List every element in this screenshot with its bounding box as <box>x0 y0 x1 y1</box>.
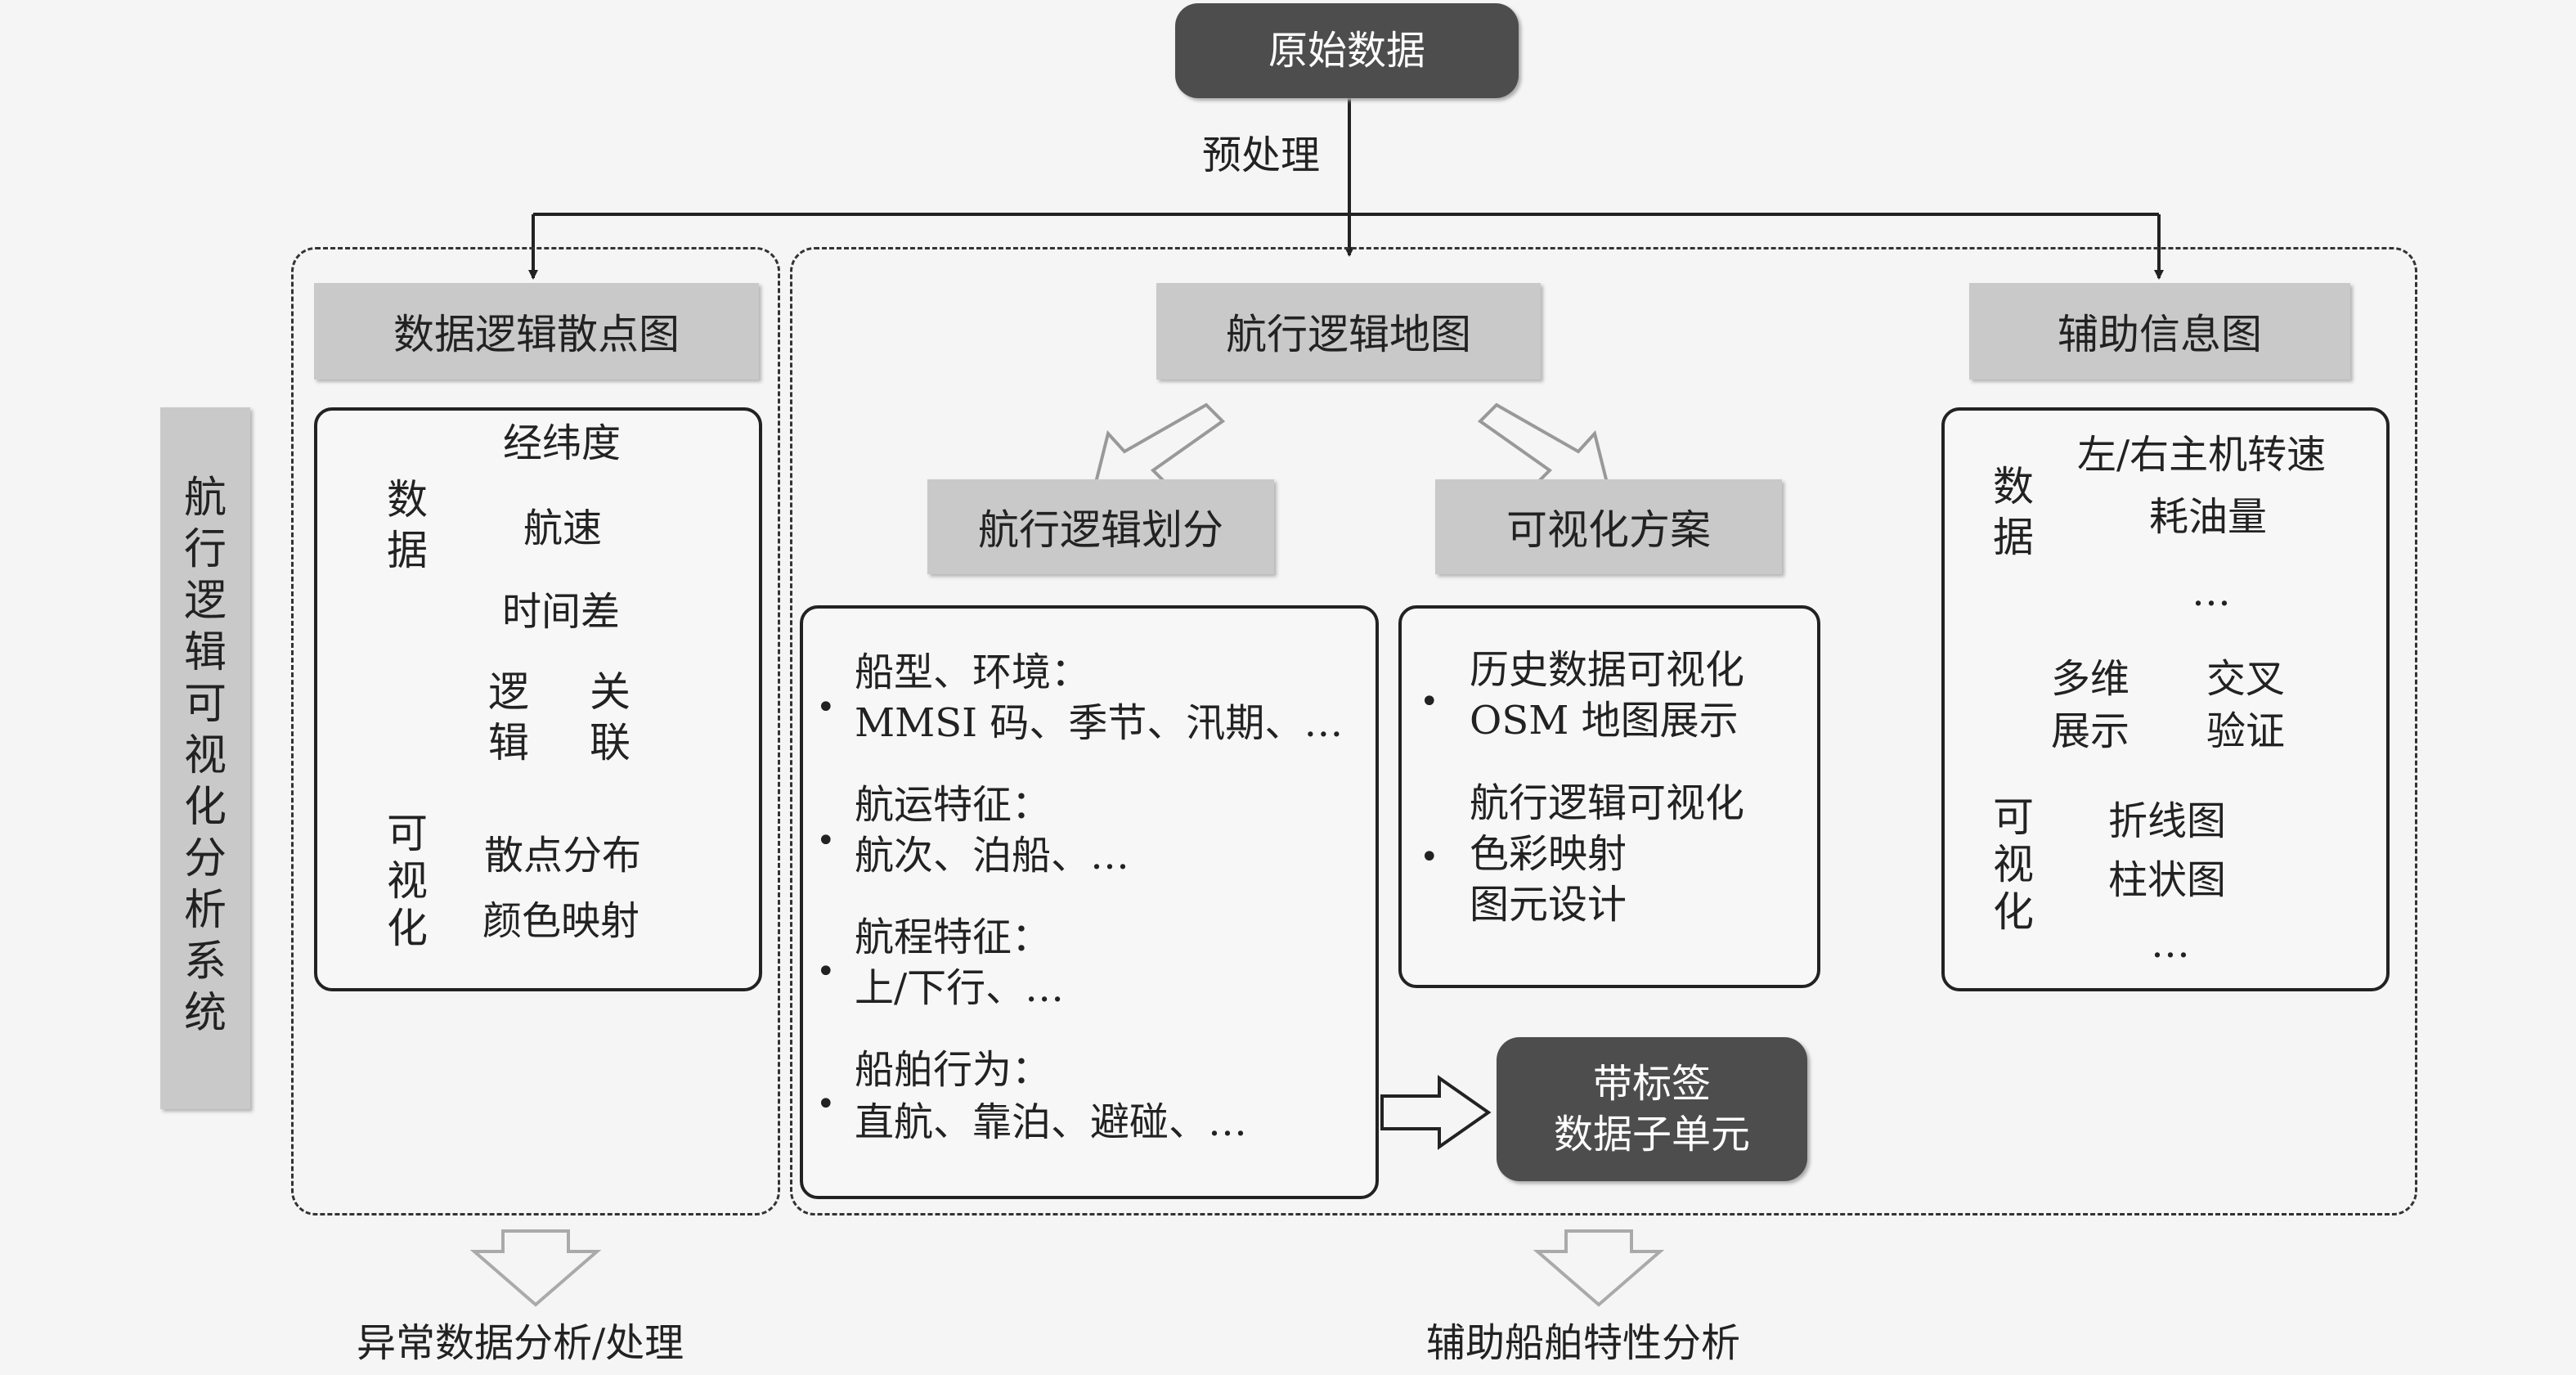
scatter-data-item-2: 时间差 <box>502 589 621 635</box>
division-head-2: 航程特征： <box>855 914 1052 960</box>
division-body-3: 直航、靠泊、避碰、… <box>855 1099 1248 1145</box>
division-content-box <box>800 605 1379 1199</box>
scheme-title: 可视化方案 <box>1506 506 1711 554</box>
aux-cross-line-1: 验证 <box>2206 708 2286 754</box>
scatter-data-label: 数据 <box>387 476 428 574</box>
aux-data-item-2: … <box>2192 569 2231 615</box>
aux-cross-line-0: 交叉 <box>2206 656 2286 702</box>
scatter-data-item-0: 经纬度 <box>503 420 622 466</box>
aux-vis-item-2: … <box>2151 921 2190 967</box>
aux-vis-item-0: 折线图 <box>2108 798 2227 844</box>
scatter-relation-label: 关联 <box>590 668 631 766</box>
aux-multi-line-1: 展示 <box>2051 708 2130 754</box>
division-bullet-3: • <box>816 1085 836 1123</box>
nav-aux-panel <box>790 247 2417 1215</box>
division-title: 航行逻辑划分 <box>978 506 1223 554</box>
preprocess-label: 预处理 <box>1202 133 1321 178</box>
scheme-content-box <box>1398 605 1820 988</box>
output-right: 辅助船舶特性分析 <box>1426 1320 1741 1366</box>
scatter-title: 数据逻辑散点图 <box>393 311 680 358</box>
scheme-bullet-0: • <box>1420 683 1439 721</box>
scheme-group1-line-0: 历史数据可视化 <box>1470 647 1745 693</box>
labeled-line-1: 数据子单元 <box>1553 1112 1750 1157</box>
division-bullet-1: • <box>816 822 836 860</box>
division-head-0: 船型、环境： <box>855 649 1091 695</box>
aux-vis-label: 可视化 <box>1993 793 2034 936</box>
output-arrow-right <box>1533 1229 1665 1307</box>
aux-multi-line-0: 多维 <box>2051 656 2130 702</box>
scatter-vis-item-0: 散点分布 <box>484 833 642 878</box>
raw-data-box: 原始数据 <box>1175 3 1519 98</box>
scatter-logic-label: 逻辑 <box>488 668 529 766</box>
system-label-box: 航行逻辑可视化分析系统 <box>160 407 250 1109</box>
scatter-vis-label: 可视化 <box>387 810 428 952</box>
scatter-panel <box>291 247 780 1215</box>
division-title-box: 航行逻辑划分 <box>927 479 1274 574</box>
division-body-1: 航次、泊船、… <box>855 833 1130 878</box>
scheme-group1-line-1: OSM 地图展示 <box>1470 698 1739 744</box>
division-body-2: 上/下行、… <box>855 965 1065 1011</box>
nav-map-title: 航行逻辑地图 <box>1226 311 1471 358</box>
aux-title-box: 辅助信息图 <box>1969 283 2350 380</box>
nav-map-title-box: 航行逻辑地图 <box>1156 283 1541 380</box>
aux-content-box <box>1941 407 2390 991</box>
aux-data-item-0: 左/右主机转速 <box>2077 432 2327 478</box>
scheme-group2-line-2: 图元设计 <box>1470 882 1627 928</box>
division-bullet-0: • <box>816 689 836 726</box>
aux-data-item-1: 耗油量 <box>2149 494 2268 540</box>
scatter-content-box <box>314 407 762 991</box>
division-body-0: MMSI 码、季节、汛期、… <box>855 700 1344 746</box>
division-head-3: 船舶行为： <box>855 1047 1052 1093</box>
scatter-vis-item-1: 颜色映射 <box>482 898 640 944</box>
aux-vis-item-1: 柱状图 <box>2108 857 2227 903</box>
hollow-arrow-to-labeled <box>1380 1075 1492 1150</box>
output-arrow-left <box>469 1229 602 1307</box>
raw-data-label: 原始数据 <box>1268 27 1425 74</box>
scheme-bullet-1: • <box>1420 838 1439 876</box>
output-left: 异常数据分析/处理 <box>357 1320 684 1366</box>
aux-title: 辅助信息图 <box>2058 311 2262 358</box>
labeled-data-box: 带标签 数据子单元 <box>1497 1037 1807 1181</box>
division-head-1: 航运特征： <box>855 782 1052 828</box>
scheme-group2-line-1: 色彩映射 <box>1470 831 1627 877</box>
scheme-group2-line-0: 航行逻辑可视化 <box>1470 780 1745 826</box>
scatter-data-item-1: 航速 <box>523 506 603 551</box>
system-label: 航行逻辑可视化分析系统 <box>183 474 227 1038</box>
scheme-title-box: 可视化方案 <box>1435 479 1782 574</box>
labeled-line-0: 带标签 <box>1592 1060 1711 1107</box>
aux-data-label: 数据 <box>1993 463 2034 561</box>
division-bullet-2: • <box>816 953 836 991</box>
scatter-title-box: 数据逻辑散点图 <box>314 283 759 380</box>
